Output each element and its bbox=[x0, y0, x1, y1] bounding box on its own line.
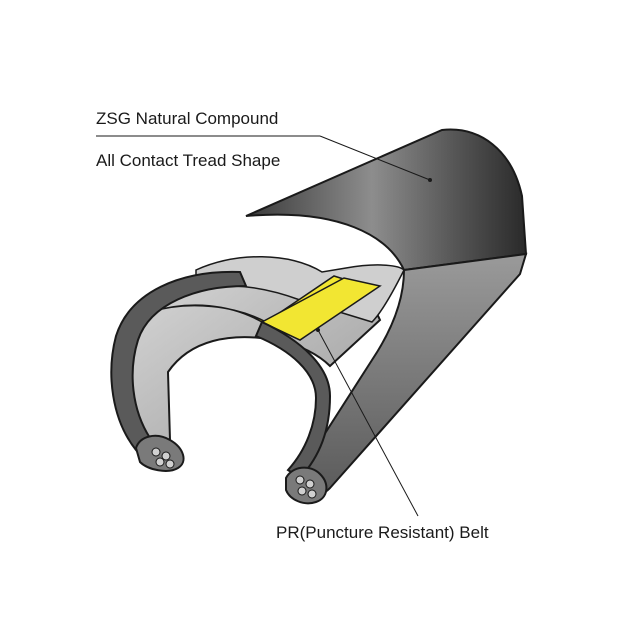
left-bead bbox=[136, 436, 184, 471]
leader-dot-belt bbox=[316, 328, 320, 332]
label-zsg-natural-compound: ZSG Natural Compound bbox=[96, 109, 278, 128]
outer-tread bbox=[246, 130, 526, 270]
right-bead bbox=[286, 468, 326, 504]
label-all-contact-tread-shape: All Contact Tread Shape bbox=[96, 151, 280, 170]
leader-dot-compound bbox=[428, 178, 432, 182]
label-pr-belt: PR(Puncture Resistant) Belt bbox=[276, 523, 489, 542]
